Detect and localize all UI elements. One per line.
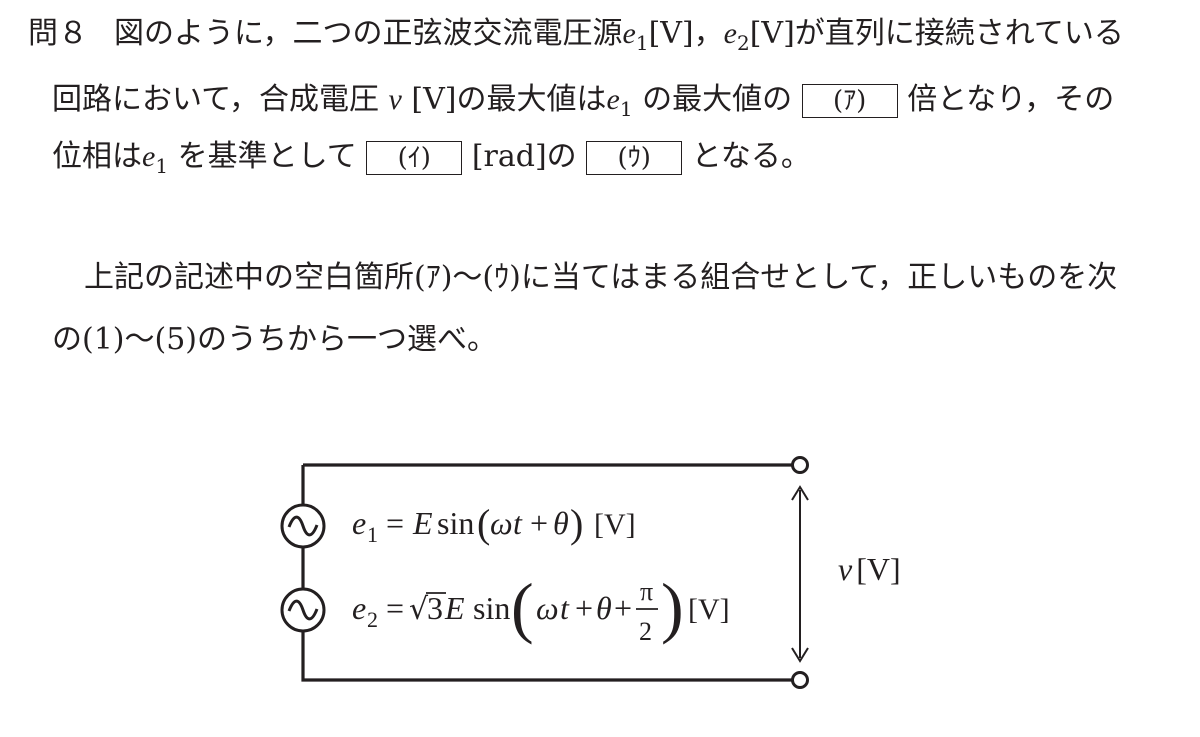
- e2-lparen: (: [511, 569, 534, 645]
- q2-text-d: 倍となり，その: [907, 82, 1115, 117]
- sub-2: 2: [736, 31, 750, 55]
- blank-u: (ｳ): [586, 141, 683, 175]
- sub-1: 1: [619, 97, 633, 121]
- e1-sub: 1: [367, 522, 378, 547]
- output-terminal-bottom: [791, 671, 809, 689]
- q3-text-c: となる。: [691, 139, 811, 174]
- e2-frac-num: π: [640, 577, 653, 606]
- comma: ，: [693, 16, 724, 51]
- sub-1: 1: [635, 31, 649, 55]
- var-v: v: [388, 83, 402, 116]
- unit-v: [V]: [749, 16, 795, 51]
- q2-text-a: 回路において，合成電圧: [52, 82, 379, 117]
- output-label: v[V]: [838, 551, 901, 587]
- q3-text-b: を基準として: [177, 139, 357, 174]
- e2-root-arg: 3: [427, 590, 443, 626]
- q3-rad: [rad]の: [471, 139, 577, 174]
- e1-lparen: (: [477, 501, 490, 546]
- e1-unit: [V]: [594, 508, 636, 541]
- e1-var: e: [352, 505, 366, 541]
- e2-var: e: [352, 590, 366, 626]
- e2-root: √: [409, 592, 429, 627]
- e1-rparen: ): [570, 501, 583, 546]
- sub-1: 1: [155, 154, 169, 178]
- instruction-line-2: の(1)～(5)のうちから一つ選べ。: [52, 322, 497, 357]
- blank-a: (ｱ): [801, 84, 898, 118]
- var-e1: e: [606, 83, 620, 116]
- var-e1: e: [622, 17, 636, 50]
- e2-plus2: +: [614, 590, 632, 626]
- ac-voltage-source-icon: [280, 503, 326, 549]
- equation-e2: e 2 = √ 3 E sin ( ω t + θ + π 2 ) [V]: [352, 569, 730, 646]
- question-line-2: 回路において，合成電圧 v [V]の最大値はe1 の最大値の (ｱ) 倍となり，…: [52, 80, 1114, 120]
- wire: [301, 631, 792, 682]
- e2-t: t: [560, 590, 570, 626]
- e2-rparen: ): [661, 569, 684, 645]
- question-number: 問８: [28, 16, 88, 51]
- e2-sub: 2: [367, 607, 378, 632]
- e1-theta: θ: [553, 505, 569, 541]
- e1-t: t: [513, 505, 523, 541]
- var-e2: e: [723, 17, 737, 50]
- unit-v: [V]: [411, 82, 457, 117]
- q2-text-b: の最大値は: [456, 82, 607, 117]
- e1-amp: E: [412, 505, 433, 541]
- unit-v: [V]: [648, 16, 694, 51]
- e2-theta: θ: [596, 590, 612, 626]
- output-terminal-top: [791, 456, 809, 474]
- equation-e1: e 1 = E sin ( ω t + θ ) [V]: [352, 501, 636, 547]
- e2-frac-den: 2: [639, 617, 652, 646]
- instruction-line-1: 上記の記述中の空白箇所(ｱ)～(ｳ)に当てはまる組合せとして，正しいものを次: [84, 260, 1118, 295]
- e1-fn: sin: [437, 505, 474, 541]
- e2-unit: [V]: [688, 593, 730, 626]
- question-line-3: 位相はe1 を基準として (ｲ) [rad]の (ｳ) となる。: [52, 137, 811, 177]
- var-e1: e: [142, 140, 156, 173]
- voltage-arrow-icon: [791, 485, 809, 663]
- e2-amp: E: [444, 590, 465, 626]
- e2-plus1: +: [575, 590, 593, 626]
- e1-eq: =: [386, 505, 404, 541]
- ac-voltage-source-icon: [280, 587, 326, 633]
- q1-text-b: が直列に接続されている: [794, 16, 1124, 51]
- e2-eq: =: [386, 590, 404, 626]
- blank-i: (ｲ): [366, 141, 463, 175]
- q1-text-a: 図のように，二つの正弦波交流電圧源: [114, 16, 623, 51]
- q3-text-a: 位相は: [52, 139, 142, 174]
- e2-omega: ω: [536, 590, 559, 626]
- e2-fn: sin: [473, 590, 510, 626]
- q2-text-c: の最大値の: [642, 82, 793, 117]
- e1-plus: +: [530, 505, 548, 541]
- e1-omega: ω: [490, 505, 513, 541]
